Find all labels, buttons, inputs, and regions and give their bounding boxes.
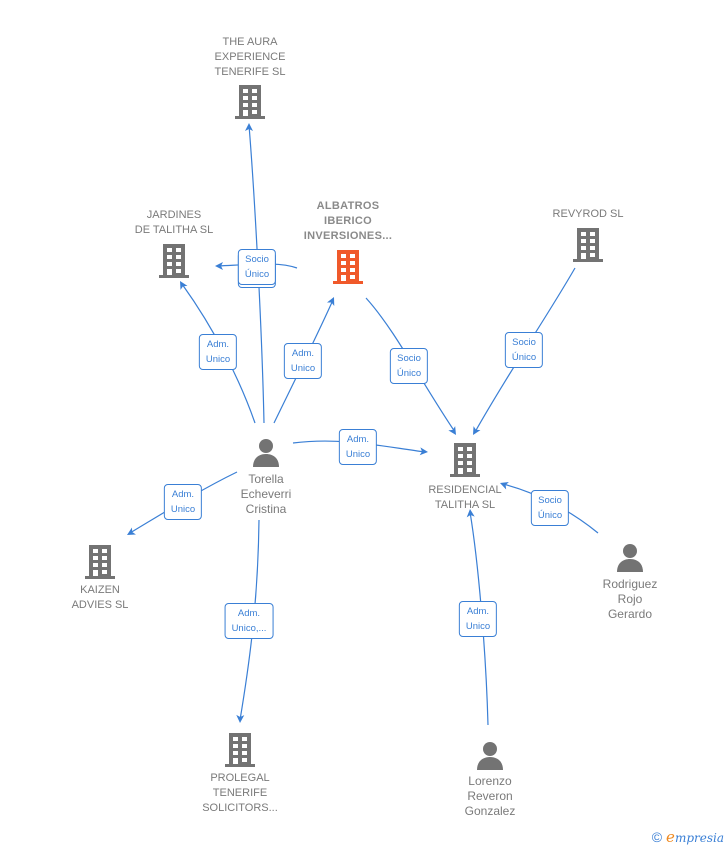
edge-label[interactable]: Adm. Unico,... xyxy=(224,603,274,639)
node-label-aura[interactable]: THE AURA EXPERIENCE TENERIFE SL xyxy=(214,36,286,78)
building-icon[interactable] xyxy=(85,545,115,584)
node-label-albatros[interactable]: ALBATROS IBERICO INVERSIONES... xyxy=(303,200,393,242)
arrowhead-icon xyxy=(215,262,223,270)
node-label-torella[interactable]: Torella Echeverri Cristina xyxy=(240,472,292,516)
arrowhead-icon xyxy=(326,297,335,306)
building-icon[interactable] xyxy=(450,443,480,482)
node-label-jardines[interactable]: JARDINES DE TALITHA SL xyxy=(134,209,214,236)
edge-label[interactable]: Socio Único xyxy=(530,490,570,526)
node-label-residencial[interactable]: RESIDENCIAL TALITHA SL xyxy=(428,484,502,511)
person-icon[interactable] xyxy=(475,740,505,775)
edge-label[interactable]: Socio Único xyxy=(389,348,429,384)
person-icon[interactable] xyxy=(615,542,645,577)
arrowhead-icon xyxy=(466,509,475,518)
node-label-kaizen[interactable]: KAIZEN ADVIES SL xyxy=(71,584,129,611)
building-icon[interactable] xyxy=(225,733,255,772)
edge-label[interactable]: Adm. Unico xyxy=(198,334,238,370)
person-icon[interactable] xyxy=(251,437,281,472)
brand-name: mpresia xyxy=(674,831,724,845)
building-icon[interactable] xyxy=(235,85,265,124)
node-label-rodriguez[interactable]: Rodriguez Rojo Gerardo xyxy=(602,577,658,621)
node-label-lorenzo[interactable]: Lorenzo Reveron Gonzalez xyxy=(464,774,516,818)
edge-label[interactable]: Socio Único xyxy=(237,249,277,285)
arrowhead-icon xyxy=(127,527,136,535)
arrowhead-icon xyxy=(448,426,456,435)
edge-label[interactable]: Adm. Unico xyxy=(458,601,498,637)
building-icon[interactable] xyxy=(573,228,603,267)
brand-watermark: ©empresia xyxy=(652,828,724,846)
arrowhead-icon xyxy=(419,447,428,456)
building-icon[interactable] xyxy=(159,244,189,283)
building-icon[interactable] xyxy=(333,250,363,289)
copyright-icon: © xyxy=(651,829,663,845)
arrowhead-icon xyxy=(500,481,509,490)
arrowhead-icon xyxy=(236,714,245,723)
arrowhead-icon xyxy=(473,426,481,435)
node-label-revyrod[interactable]: REVYROD SL xyxy=(552,208,624,220)
brand-initial: e xyxy=(666,828,675,846)
edge-label[interactable]: Adm. Unico xyxy=(338,429,378,465)
edge-label[interactable]: Adm. Unico xyxy=(163,484,203,520)
edge-label[interactable]: Adm. Unico xyxy=(283,343,323,379)
edge-label[interactable]: Socio Único xyxy=(504,332,544,368)
node-label-prolegal[interactable]: PROLEGAL TENERIFE SOLICITORS... xyxy=(202,772,278,814)
arrowhead-icon xyxy=(180,281,188,290)
arrowhead-icon xyxy=(245,123,253,131)
